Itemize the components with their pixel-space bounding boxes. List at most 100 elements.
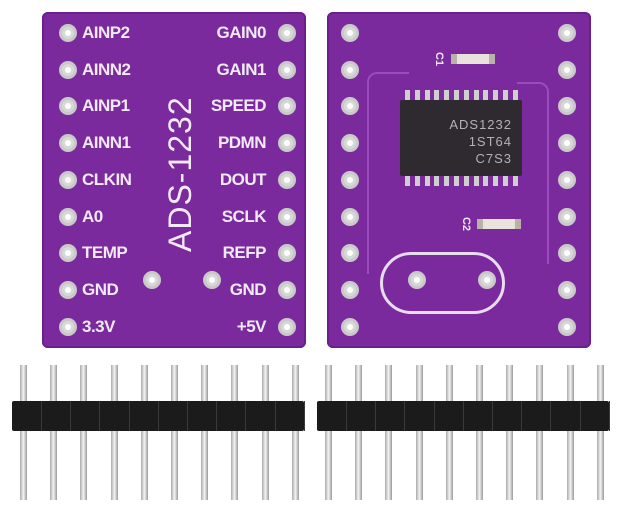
pin-hole <box>278 244 296 263</box>
pin-hole <box>558 244 576 263</box>
pin-hole <box>278 207 296 226</box>
pin-hole <box>341 317 359 336</box>
header-pin <box>231 365 239 500</box>
header-segment <box>463 401 493 431</box>
pin-label: GND <box>229 279 267 299</box>
header-segment <box>41 401 72 431</box>
chip-text: ADS1232 <box>449 117 512 132</box>
chip-leg <box>424 176 430 186</box>
header-pin <box>445 365 453 500</box>
pin-header-left <box>12 365 310 500</box>
pin-label: DOUT <box>219 169 267 189</box>
pin-hole <box>341 97 359 116</box>
chip-leg <box>444 176 450 186</box>
pin-hole <box>278 317 296 336</box>
pin-hole <box>278 97 296 116</box>
pin-hole <box>558 24 576 42</box>
header-plastic <box>12 401 305 431</box>
crystal-pad <box>408 271 426 289</box>
pin-header-right <box>317 365 615 500</box>
chip-leg <box>512 90 518 100</box>
chip-leg <box>405 176 410 186</box>
header-pin <box>476 365 483 500</box>
pin-label: TEMP <box>82 243 128 263</box>
header-segment <box>317 401 347 431</box>
header-pin <box>20 365 27 500</box>
header-segment <box>70 401 101 431</box>
header-segment <box>12 401 42 431</box>
header-segment <box>434 401 464 431</box>
chip-leg <box>483 176 489 186</box>
chip-leg <box>444 90 450 100</box>
header-pin <box>201 365 209 500</box>
pin-hole <box>558 170 576 189</box>
pin-hole <box>341 60 359 79</box>
pin-hole <box>278 280 296 299</box>
pin-label: 3.3V <box>82 316 115 336</box>
cap-label: C1 <box>433 51 446 67</box>
header-segment <box>100 401 130 431</box>
chip-leg <box>483 90 489 100</box>
pin-hole <box>59 244 77 263</box>
pin-hole <box>59 60 77 79</box>
header-segment <box>375 401 406 431</box>
chip-leg <box>512 176 518 186</box>
chip-leg <box>454 176 459 186</box>
chip-leg <box>463 90 469 100</box>
header-segment <box>158 401 188 431</box>
header-segment <box>216 401 247 431</box>
chip-leg <box>473 90 479 100</box>
chip-leg <box>434 176 440 186</box>
header-pin <box>171 365 178 500</box>
pin-hole <box>341 280 359 299</box>
chip-leg <box>503 90 508 100</box>
mounting-hole <box>143 271 161 289</box>
pin-hole <box>341 24 359 42</box>
chip-leg <box>454 90 459 100</box>
chip-leg <box>493 90 499 100</box>
header-plastic <box>317 401 610 431</box>
chip-leg <box>463 176 469 186</box>
pin-hole <box>341 244 359 263</box>
pin-hole <box>278 24 296 42</box>
ads1232-chip: ADS1232 1ST64 C7S3 <box>400 90 522 186</box>
chip-leg <box>503 176 508 186</box>
header-pin <box>325 365 332 500</box>
header-pin <box>50 365 58 500</box>
pin-hole <box>278 60 296 79</box>
chip-leg <box>424 90 430 100</box>
chip-leg <box>414 90 420 100</box>
pin-hole <box>558 207 576 226</box>
pin-label: REFP <box>222 243 267 263</box>
pin-label: +5V <box>236 316 267 336</box>
header-pin <box>506 365 514 500</box>
header-pin <box>596 365 604 500</box>
header-segment <box>580 401 610 431</box>
pin-hole <box>278 134 296 153</box>
header-segment <box>246 401 276 431</box>
cap-label: C2 <box>460 216 473 232</box>
pin-hole <box>59 97 77 116</box>
pin-label: SCLK <box>221 206 267 226</box>
pin-hole <box>558 280 576 299</box>
chip-leg <box>493 176 499 186</box>
header-segment <box>405 401 435 431</box>
chip-leg <box>473 176 479 186</box>
pin-hole <box>59 207 77 226</box>
crystal-pad <box>478 271 496 289</box>
pin-hole <box>59 24 77 42</box>
header-segment <box>521 401 552 431</box>
header-pin <box>415 365 423 500</box>
capacitor-c2 <box>477 219 521 229</box>
header-segment <box>187 401 218 431</box>
chip-leg <box>434 90 440 100</box>
pin-hole <box>558 134 576 153</box>
header-pin <box>566 365 574 500</box>
chip-leg <box>414 176 420 186</box>
capacitor-c1 <box>451 54 495 64</box>
header-pin <box>261 365 269 500</box>
header-pin <box>291 365 299 500</box>
crystal-outline <box>380 252 505 314</box>
pin-label: GAIN0 <box>216 23 267 42</box>
